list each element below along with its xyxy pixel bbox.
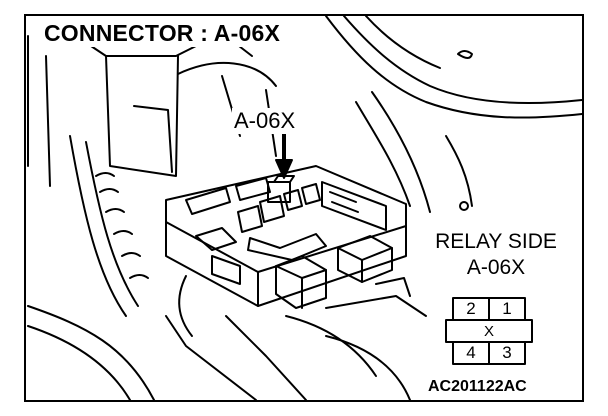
- pin-2: 2: [466, 299, 476, 318]
- pin-1: 1: [502, 299, 512, 318]
- figure-code: AC201122AC: [426, 378, 529, 396]
- relay-connector-label: A-06X: [418, 256, 574, 280]
- pin-center-x: X: [483, 323, 494, 340]
- diagram-frame: CONNECTOR : A-06X A-06X RELAY SIDE A-06X…: [24, 14, 584, 402]
- pin-3: 3: [502, 343, 512, 362]
- connector-title: CONNECTOR : A-06X: [42, 19, 282, 47]
- relay-side-label: RELAY SIDE: [418, 230, 574, 254]
- pin-4: 4: [466, 343, 476, 362]
- connector-callout-label: A-06X: [232, 108, 298, 134]
